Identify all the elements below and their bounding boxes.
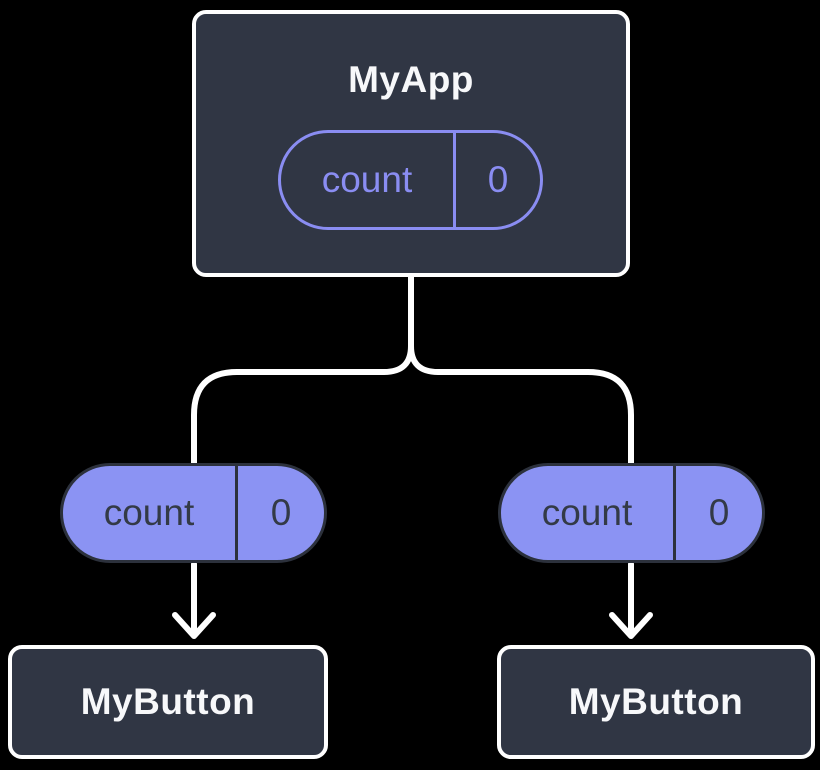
state-pill-value: 0: [487, 159, 509, 200]
right-arrowhead-icon: [609, 612, 653, 639]
right-prop-pill-value: 0: [708, 492, 730, 533]
right-prop-pill: count 0: [498, 463, 765, 563]
myapp-title: MyApp: [348, 59, 474, 100]
mybutton-left-label: MyButton: [80, 681, 256, 722]
left-prop-pill-name: count: [63, 466, 238, 560]
myapp-node: MyApp count 0: [192, 10, 630, 277]
mybutton-node-left: MyButton: [8, 645, 328, 759]
left-prop-pill-value: 0: [270, 492, 292, 533]
state-pill-name: count: [281, 133, 456, 227]
right-branch-line: [408, 343, 634, 467]
left-branch-line: [191, 343, 414, 467]
right-prop-pill-name: count: [501, 466, 676, 560]
left-arrowhead-icon: [172, 612, 216, 639]
mybutton-node-right: MyButton: [497, 645, 815, 759]
mybutton-right-label: MyButton: [568, 681, 744, 722]
left-prop-pill: count 0: [60, 463, 327, 563]
root-state-pill: count 0: [278, 130, 543, 230]
